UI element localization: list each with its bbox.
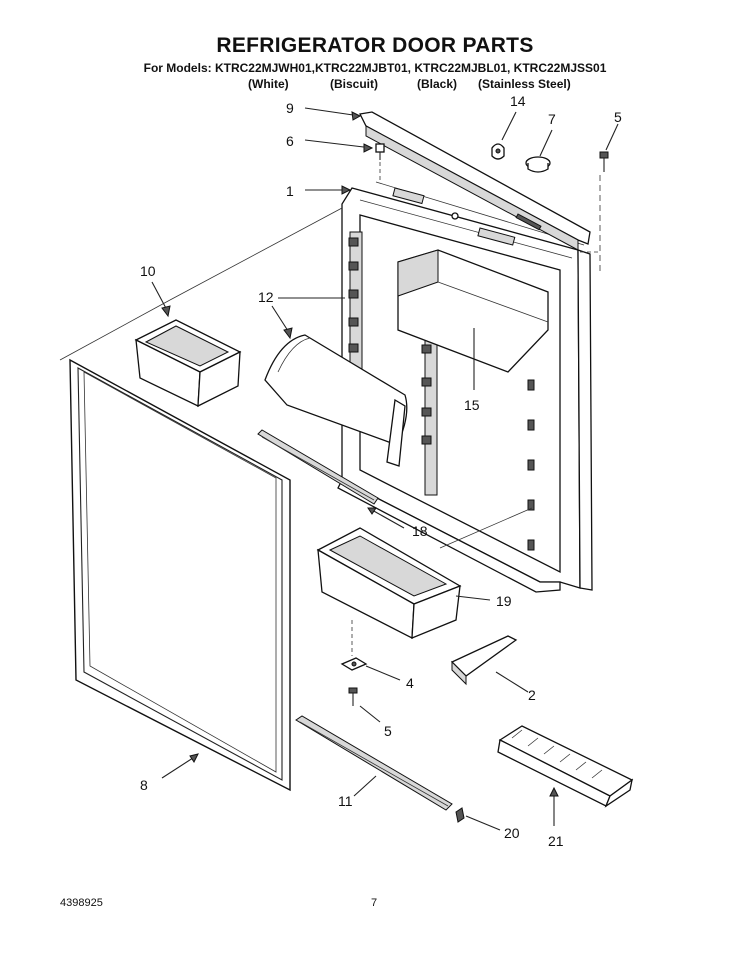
callout-21: 21	[548, 833, 564, 849]
callout-1: 1	[286, 183, 294, 199]
hinge-bracket	[340, 620, 368, 671]
leader-lines	[151, 107, 619, 831]
callout-7: 7	[548, 111, 556, 127]
page-title: REFRIGERATOR DOOR PARTS	[216, 34, 534, 57]
egg-tray	[497, 725, 634, 808]
callout-5-bottom: 5	[384, 723, 392, 739]
callout-5-top: 5	[614, 109, 622, 125]
callout-8: 8	[140, 777, 148, 793]
model-list: For Models: KTRC22MJWH01,KTRC22MJBT01, K…	[143, 61, 607, 75]
hinge-cover	[359, 111, 591, 251]
screw-6	[375, 143, 385, 160]
callout-6: 6	[286, 133, 294, 149]
door-outline-guides	[59, 155, 601, 549]
handle-cap	[450, 635, 518, 686]
color-label-stainless: (Stainless Steel)	[478, 77, 571, 91]
callout-2: 2	[528, 687, 536, 703]
callout-14: 14	[510, 93, 526, 109]
callout-4: 4	[406, 675, 414, 691]
breaker-strip	[295, 715, 453, 811]
dairy-door	[264, 334, 408, 467]
callout-labels: 9 14 7 5 6 1 10 12 15 18 19 4 2 5 8 11 2…	[140, 93, 622, 849]
hinge-bushing	[491, 143, 505, 160]
callout-19: 19	[496, 593, 512, 609]
door-bin-large	[316, 527, 462, 640]
shelf-trim-18	[257, 429, 379, 505]
color-label-biscuit: (Biscuit)	[330, 77, 378, 91]
door-gasket	[69, 358, 291, 792]
screw-5-top	[599, 151, 609, 172]
strip-clip	[455, 807, 465, 823]
color-label-white: (White)	[248, 77, 289, 91]
callout-18: 18	[412, 523, 428, 539]
page-number: 7	[371, 897, 378, 909]
callout-11: 11	[338, 793, 353, 809]
door-liner	[337, 181, 593, 593]
color-label-black: (Black)	[417, 77, 458, 91]
document-number: 4398925	[60, 897, 103, 909]
callout-9: 9	[286, 100, 294, 116]
callout-12: 12	[258, 289, 274, 305]
callout-20: 20	[504, 825, 520, 841]
door-bin-small	[134, 319, 242, 408]
callout-15: 15	[464, 397, 480, 413]
plug-button	[525, 156, 551, 173]
callout-10: 10	[140, 263, 156, 279]
screw-5-bottom	[348, 687, 358, 706]
